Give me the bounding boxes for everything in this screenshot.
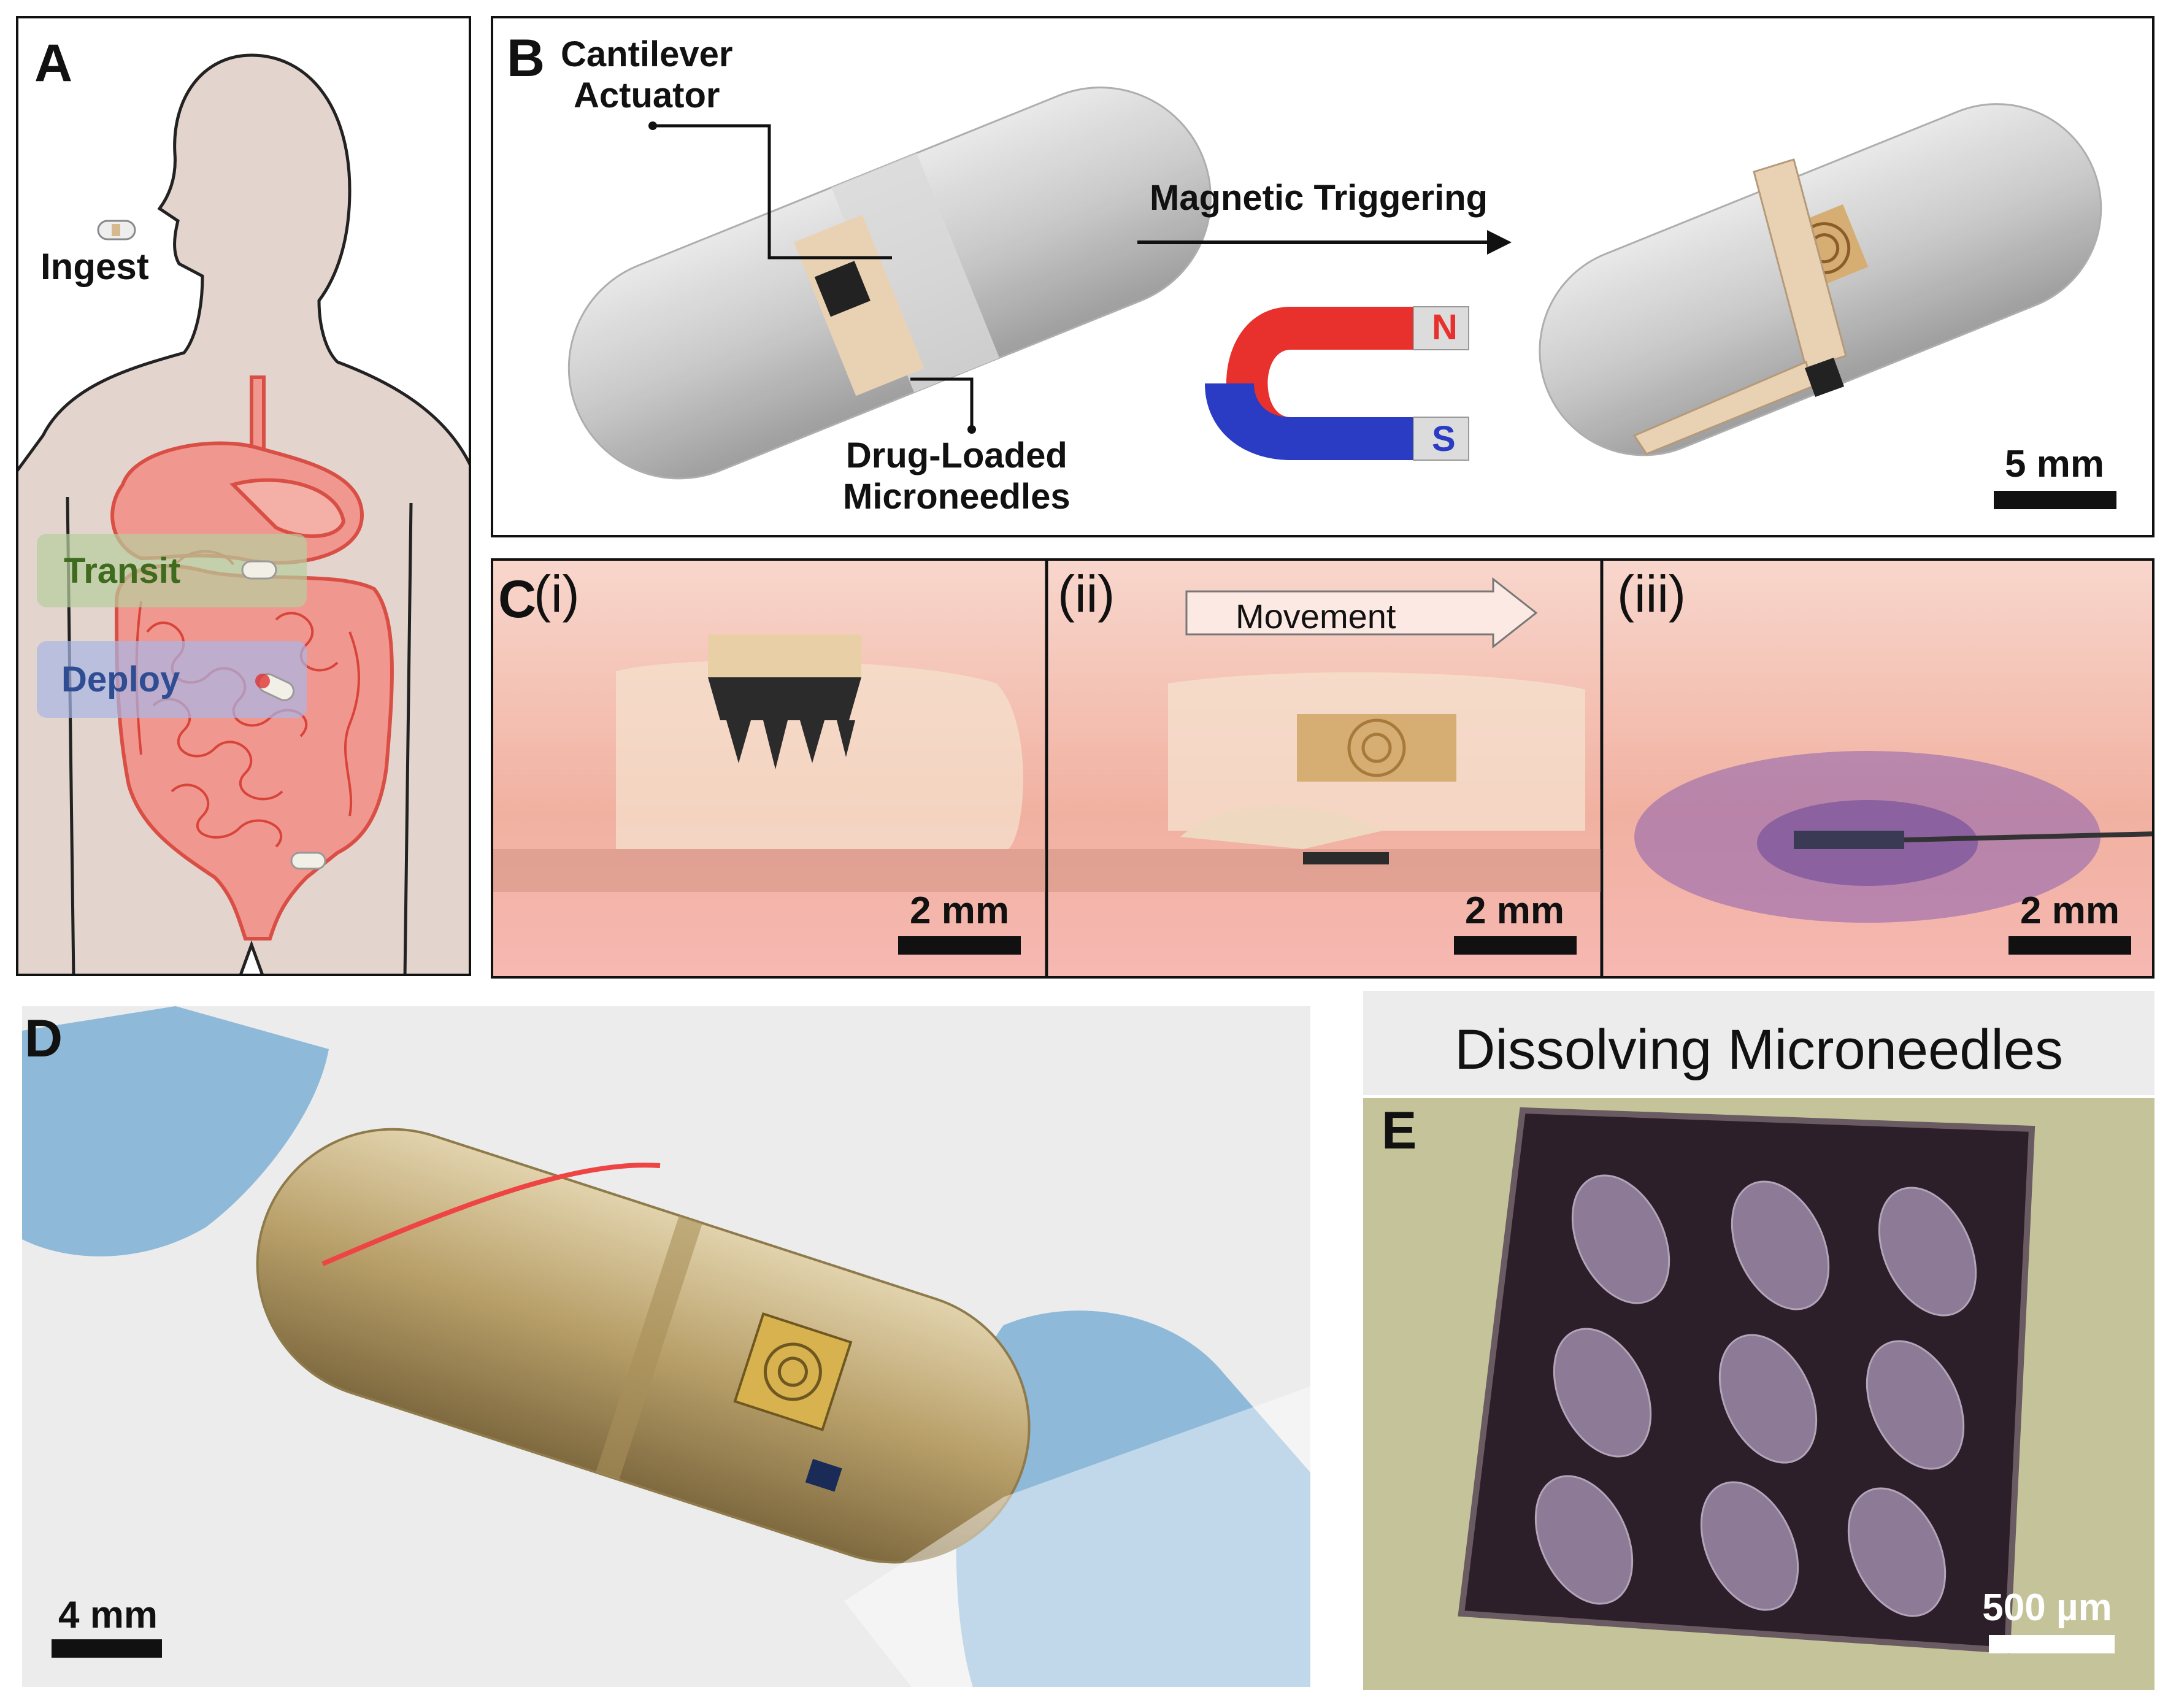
microneedle-leader-line: [910, 377, 974, 429]
subpanel-ii-scale-text: 2 mm: [1465, 890, 1564, 932]
capsule-photo: [256, 1128, 1031, 1564]
transit-label: Transit: [64, 551, 181, 591]
movement-arrow: [1185, 577, 1538, 649]
body-illustration: [18, 53, 469, 974]
deploy-label: Deploy: [61, 660, 180, 699]
colon-capsule-icon: [290, 852, 326, 870]
subpanel-ii-illustration: [1048, 672, 1601, 892]
panel-e-title-bar: Dissolving Microneedles: [1363, 991, 2155, 1095]
ingest-label: Ingest: [40, 246, 149, 287]
subpanel-ii-label: (ii): [1058, 565, 1115, 623]
panel-b-illustration: [567, 87, 2102, 480]
panel-e-title: Dissolving Microneedles: [1455, 1018, 2063, 1081]
panel-d-photo: [22, 1006, 1310, 1687]
deployed-cantilever: [1632, 158, 1847, 455]
transit-box: [37, 534, 307, 607]
panel-b: B Cantilever Actuator Drug-Loaded Micron…: [491, 16, 2155, 537]
right-arm-line: [403, 502, 413, 974]
panel-e-letter: E: [1382, 1101, 1417, 1160]
subpanel-iii-label: (iii): [1617, 565, 1686, 623]
panel-a: A Ingest Transit Deploy: [16, 16, 471, 976]
deploy-capsule-icon: [255, 673, 295, 701]
cantilever-actuator-label: Cantilever Actuator: [561, 34, 732, 116]
actuator-leader-line: [653, 124, 892, 260]
subpanel-i-scale-bar: [898, 936, 1021, 955]
panel-d-scale-bar: [52, 1639, 162, 1658]
subpanel-i-label: (i): [534, 565, 580, 623]
panel-d-letter: D: [25, 1009, 63, 1068]
panel-c: C (i) (ii) (iii) Movement 2 mm 2 mm 2 mm: [491, 558, 2155, 979]
left-glove-fingertip: [22, 1006, 329, 1256]
panel-a-letter: A: [34, 34, 73, 93]
cantilever-actuator-line-2: Actuator: [574, 75, 720, 115]
panel-c-letter: C: [498, 570, 537, 629]
subpanel-iii-illustration: [1634, 751, 2152, 923]
cantilever-actuator-line-1: Cantilever: [561, 34, 733, 74]
panel-e-scale-bar: [1989, 1635, 2115, 1653]
panel-b-scale-bar: [1994, 491, 2116, 509]
panel-e-scale-text: 500 µm: [1982, 1587, 2112, 1629]
subpanel-iii-scale-bar: [2008, 936, 2131, 955]
deploy-box: [37, 641, 307, 718]
magnetic-triggering-label: Magnetic Triggering: [1150, 178, 1488, 218]
microneedle-array: [1534, 1174, 1977, 1617]
subpanel-i-illustration: [493, 634, 1045, 892]
ingested-capsule-icon: [97, 220, 136, 240]
transit-capsule-icon: [241, 560, 277, 580]
panel-d-scale-text: 4 mm: [58, 1594, 158, 1636]
subpanel-i-scale-text: 2 mm: [910, 890, 1009, 932]
subpanel-iii-scale-text: 2 mm: [2020, 890, 2120, 932]
subpanel-ii-scale-bar: [1454, 936, 1577, 955]
panel-d: D 4 mm: [22, 1006, 1310, 1687]
magnet-s-label: S: [1432, 419, 1456, 459]
microneedles-line-2: Microneedles: [843, 476, 1071, 517]
capsule-before-trigger: [567, 87, 1212, 480]
microneedles-line-1: Drug-Loaded: [845, 436, 1067, 475]
microneedles-label: Drug-Loaded Microneedles: [843, 436, 1071, 517]
panel-b-letter: B: [507, 29, 545, 88]
red-wire: [321, 1163, 661, 1266]
panel-c-illustration: [493, 561, 2152, 976]
horseshoe-magnet-icon: [1205, 306, 1469, 461]
magnet-n-label: N: [1432, 307, 1458, 347]
panel-e: E 500 µm: [1363, 1098, 2155, 1690]
zoom-projection: [844, 1387, 1310, 1687]
movement-label: Movement: [1236, 597, 1396, 636]
panel-b-scale-text: 5 mm: [2005, 443, 2104, 485]
panel-e-photo: [1458, 1107, 2035, 1654]
crotch-line: [239, 940, 264, 974]
right-glove-fingertip: [956, 1310, 1310, 1687]
